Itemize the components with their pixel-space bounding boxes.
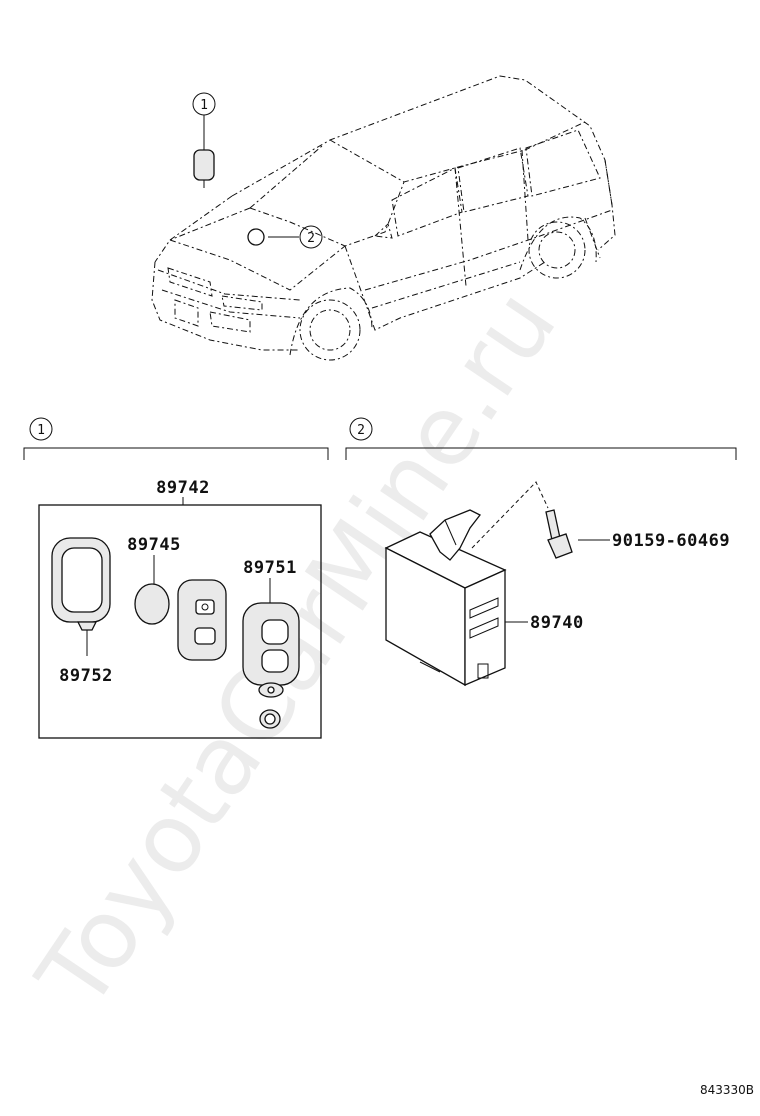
transmitter-cover (51, 537, 111, 631)
bolt (545, 509, 573, 559)
car-callout-1-label: 1 (200, 98, 208, 113)
section-1: 1 89742 89752 89745 89751 (23, 417, 329, 739)
section-2: 2 90159-60469 8 (345, 417, 737, 687)
part-number-receiver[interactable]: 89740 (530, 613, 584, 633)
transmitter (242, 602, 300, 698)
car-callout-2-label: 2 (307, 231, 315, 246)
part-number-transmitter[interactable]: 89751 (243, 558, 297, 578)
part-number-bolt[interactable]: 90159-60469 (612, 531, 730, 551)
section-2-label: 2 (357, 423, 365, 438)
car-callout-1: 1 (192, 92, 216, 188)
receiver-module (384, 509, 507, 687)
car-callout-2: 2 (247, 225, 323, 249)
part-number-cover[interactable]: 89752 (59, 666, 113, 686)
part-number-kit[interactable]: 89742 (156, 478, 210, 498)
transmitter-case (177, 579, 227, 661)
kit-box (38, 504, 322, 739)
part-number-battery[interactable]: 89745 (127, 535, 181, 555)
car-illustration (151, 75, 616, 361)
o-ring (259, 709, 281, 729)
battery-cell (134, 583, 170, 625)
diagram-code: 843330B (700, 1083, 754, 1097)
section-1-label: 1 (37, 423, 45, 438)
